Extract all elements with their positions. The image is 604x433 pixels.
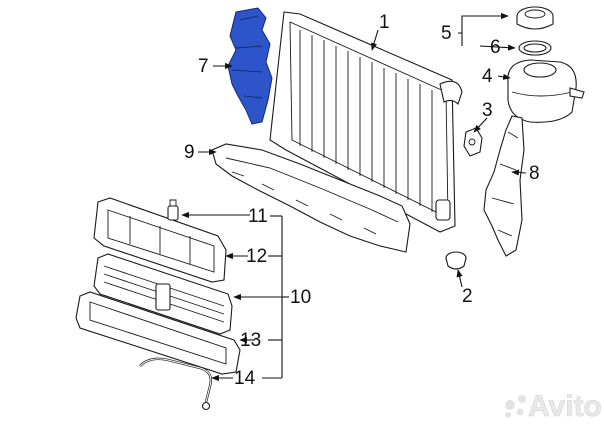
callout-12: 12 bbox=[246, 246, 267, 267]
callout-9: 9 bbox=[184, 142, 195, 163]
callout-11: 11 bbox=[248, 206, 268, 227]
callout-4: 4 bbox=[482, 66, 493, 87]
callout-5: 5 bbox=[441, 23, 452, 44]
lower-air-guide bbox=[211, 143, 411, 253]
callout-2: 2 bbox=[462, 286, 473, 307]
air-deflector-highlighted bbox=[227, 7, 273, 125]
callout-3: 3 bbox=[482, 100, 493, 121]
active-grille-shutter bbox=[93, 253, 233, 335]
callout-14: 14 bbox=[234, 368, 256, 389]
grille-clip bbox=[167, 199, 179, 221]
radiator bbox=[269, 11, 463, 233]
watermark-text: Avito bbox=[528, 390, 602, 423]
callout-10: 10 bbox=[290, 287, 311, 308]
leader-lines bbox=[181, 12, 527, 382]
cap-seal bbox=[518, 40, 552, 56]
callout-8: 8 bbox=[529, 163, 540, 184]
wiring-harness bbox=[139, 357, 213, 411]
side-air-baffle bbox=[483, 115, 525, 257]
reservoir-cap bbox=[516, 6, 554, 30]
coolant-reservoir bbox=[507, 59, 585, 123]
mounting-clip bbox=[463, 127, 483, 157]
drain-plug bbox=[445, 251, 467, 270]
callout-7: 7 bbox=[198, 56, 209, 77]
grille-frame bbox=[93, 197, 227, 283]
callout-labels: 1 2 3 4 5 6 7 8 9 10 11 12 13 14 bbox=[184, 12, 540, 389]
watermark: Avito bbox=[505, 390, 602, 423]
callout-1: 1 bbox=[379, 12, 390, 33]
callout-6: 6 bbox=[490, 37, 501, 58]
grille-seal-frame bbox=[75, 291, 241, 375]
radiator-core-fins bbox=[299, 30, 433, 212]
callout-13: 13 bbox=[240, 330, 261, 351]
